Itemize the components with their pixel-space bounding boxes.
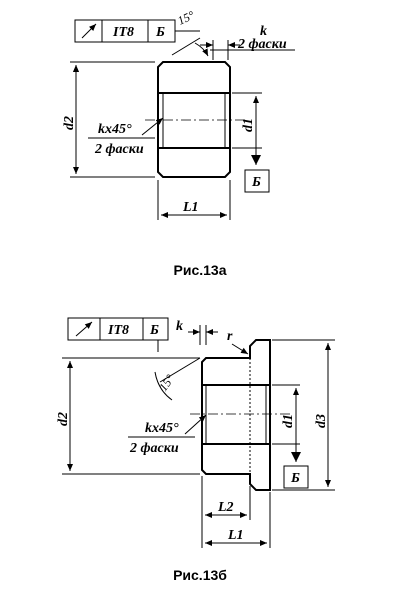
- runout-icon-b: [75, 321, 93, 337]
- angle-label-b: 15°: [156, 372, 177, 394]
- datum-box-label-b: Б: [290, 471, 300, 486]
- chamfer-note-left-a: 2 фаски: [94, 142, 144, 157]
- d2-label-b: d2: [56, 412, 71, 426]
- tolerance-datum-b: Б: [149, 323, 159, 338]
- figure-13b: IT8 Б k r 15° d2: [56, 317, 335, 548]
- chamfer-inner-b: kx45°: [145, 421, 179, 436]
- datum-box-a: [244, 169, 270, 193]
- r-label-b: r: [227, 329, 233, 344]
- k-label-b: k: [176, 319, 183, 334]
- l2-label-b: L2: [217, 500, 234, 515]
- tolerance-datum-a: Б: [155, 25, 165, 40]
- chamfer-note-top-a: 2 фаски: [237, 37, 287, 52]
- tolerance-frame-b: IT8 Б: [67, 317, 169, 352]
- figure-13a: IT8 Б 15° k 2 фаски d: [62, 8, 295, 220]
- bushing-a: [145, 61, 245, 178]
- runout-icon: [81, 23, 97, 39]
- datum-box-b: [283, 465, 309, 489]
- caption-13a: Рис.13а: [174, 262, 227, 278]
- chamfer-note-b: 2 фаски: [129, 441, 179, 456]
- datum-box-label-a: Б: [251, 175, 261, 190]
- k-label-a: k: [260, 24, 267, 39]
- chamfer-inner-a: kx45°: [98, 122, 132, 137]
- l1-label-b: L1: [227, 528, 244, 543]
- tolerance-frame-a: IT8 Б: [74, 19, 200, 43]
- d1-label-a: d1: [241, 118, 256, 132]
- tolerance-grade-a: IT8: [112, 25, 134, 40]
- d2-label-a: d2: [62, 116, 77, 130]
- l1-label-a: L1: [182, 200, 199, 215]
- d3-label-b: d3: [314, 414, 329, 428]
- tolerance-grade-b: IT8: [107, 323, 129, 338]
- caption-13b: Рис.13б: [173, 567, 227, 583]
- bushing-b: [190, 339, 290, 491]
- angle-label-a: 15°: [175, 8, 196, 28]
- d1-label-b: d1: [281, 414, 296, 428]
